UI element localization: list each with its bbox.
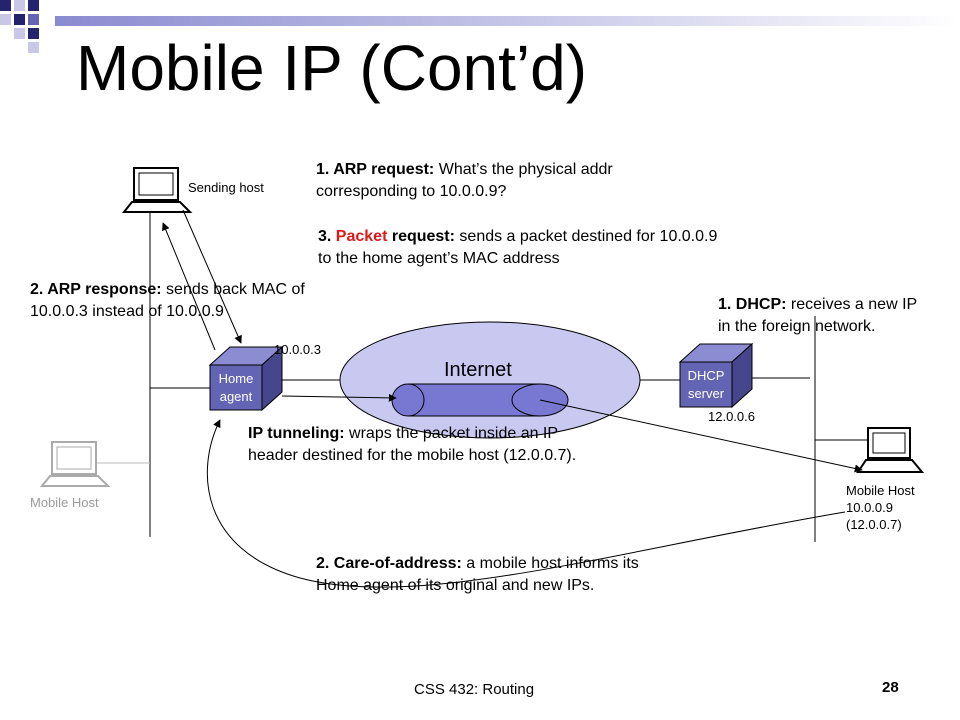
home-agent-box	[208, 345, 284, 412]
laptop-icon	[121, 167, 193, 213]
arrow-arp-response	[162, 222, 216, 351]
arrow-packet-to-tunnel	[281, 393, 397, 402]
internet-label: Internet	[444, 359, 512, 381]
dhcp-server-box	[678, 342, 754, 409]
arrow-arp-request	[182, 209, 242, 344]
ip-tunnel	[391, 383, 569, 417]
note-dhcp: 1. DHCP: receives a new IP in the foreig…	[718, 296, 918, 335]
mobile-host-old-label: Mobile Host	[30, 495, 99, 510]
footer-course: CSS 432: Routing	[414, 681, 535, 698]
dhcp-server-ip: 12.0.0.6	[708, 409, 755, 424]
header-decoration	[0, 0, 960, 53]
arrow-care-of-address	[206, 419, 846, 588]
laptop-icon	[39, 441, 111, 487]
note-arp-request: 1. ARP request: What’s the physical addr…	[316, 161, 613, 200]
note-care-of-address: 2. Care-of-address: a mobile host inform…	[316, 555, 639, 594]
laptop-icon	[856, 427, 925, 473]
arrow-tunnel-to-mobile	[539, 399, 863, 473]
mobile-host-new-label: Mobile Host 10.0.0.9 (12.0.0.7)	[846, 483, 915, 532]
home-agent-ip: 10.0.0.3	[274, 342, 321, 357]
note-packet-request: 3. Packet request: sends a packet destin…	[318, 228, 718, 267]
page-number: 28	[882, 679, 899, 696]
note-arp-response: 2. ARP response: sends back MAC of 10.0.…	[30, 281, 305, 320]
note-ip-tunneling: IP tunneling: wraps the packet inside an…	[248, 425, 577, 464]
sending-host-label: Sending host	[188, 180, 264, 195]
slide-title: Mobile IP (Cont’d)	[76, 32, 588, 104]
